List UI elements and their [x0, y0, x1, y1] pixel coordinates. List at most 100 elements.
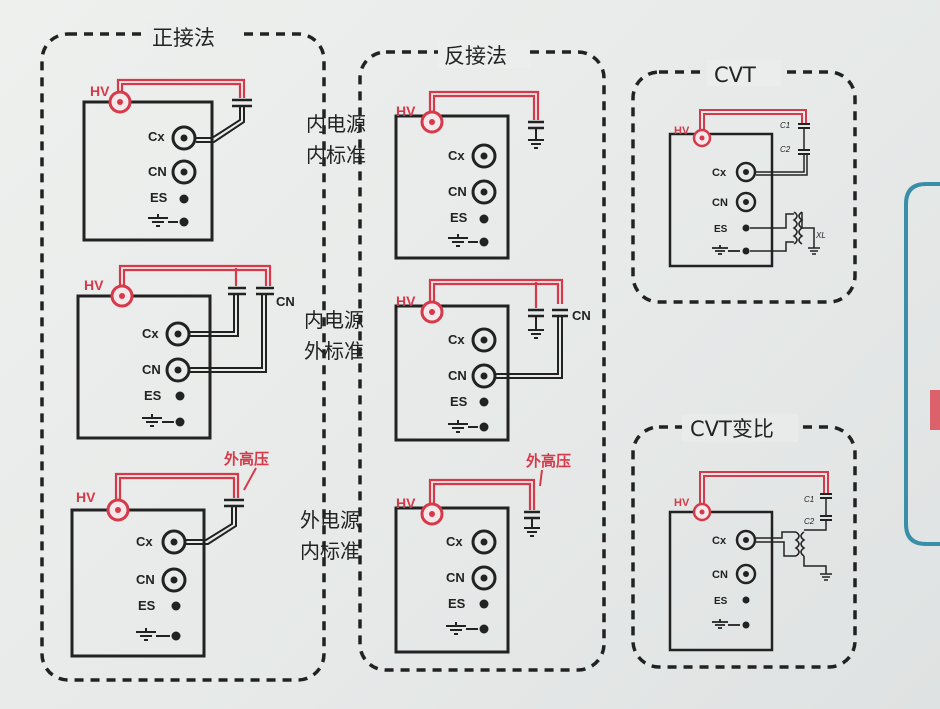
reverse-external-standard-diagram: HV CN Cx CN ES [394, 278, 591, 442]
instrument-box [668, 132, 774, 268]
es-label: ES [144, 388, 162, 403]
side-panel-edge [904, 182, 940, 546]
hv-label: HV [84, 277, 104, 293]
transformer-coil [794, 531, 806, 557]
es-label: ES [450, 394, 468, 409]
es-terminal [171, 601, 181, 611]
forward-internal-standard-diagram: HV Cx CN ES [82, 78, 252, 242]
cn-label: CN [446, 570, 465, 585]
reverse-group-title: 反接法 [444, 44, 507, 68]
es-terminal [175, 391, 185, 401]
cn-terminal [735, 563, 757, 585]
cx-terminal [161, 529, 187, 555]
es-label: ES [448, 596, 466, 611]
ground-terminal [479, 624, 489, 634]
external-hv-label: 外高压 [223, 450, 269, 468]
row-1-label-line1: 内电源 [306, 112, 366, 136]
row-1-label-line2: 内标准 [306, 143, 366, 167]
forward-external-source-diagram: 外高压 HV Cx CN ES [70, 450, 269, 658]
c2-label: C2 [780, 145, 791, 154]
cn-terminal [165, 357, 191, 383]
instrument-box [82, 100, 214, 242]
ground-terminal [479, 237, 489, 247]
ground-symbol [448, 234, 468, 247]
hv-label: HV [396, 103, 416, 119]
cn-terminal [735, 191, 757, 213]
cvt-ratio-group-frame [631, 425, 857, 669]
forward-external-standard-diagram: HV CN Cx CN ES [76, 264, 295, 440]
cx-label: Cx [712, 167, 727, 179]
cx-label: Cx [448, 332, 465, 347]
external-hv-label: 外高压 [525, 452, 571, 470]
cvt-diagram: HV C1 C2 Cx CN ES XL [668, 109, 826, 268]
ground-terminal [742, 621, 750, 629]
es-terminal [479, 397, 489, 407]
external-cn-label: CN [276, 294, 295, 309]
cn-label: CN [148, 164, 167, 179]
row-2-label-line1: 内电源 [304, 308, 364, 332]
cx-label: Cx [136, 534, 153, 549]
reverse-external-source-diagram: 外高压 HV Cx CN ES [394, 452, 571, 654]
instrument-box [394, 506, 510, 654]
ground-symbol [712, 245, 728, 255]
es-label: ES [150, 190, 168, 205]
c1-label: C1 [804, 495, 814, 504]
es-terminal [179, 194, 189, 204]
forward-group-title: 正接法 [152, 26, 215, 50]
ground-symbol [446, 622, 466, 635]
cn-label: CN [712, 197, 728, 209]
reverse-internal-standard-diagram: HV Cx CN ES [394, 90, 544, 260]
cn-label: CN [712, 569, 728, 581]
instrument-box [70, 508, 206, 658]
cn-terminal [471, 565, 497, 591]
es-label: ES [714, 224, 728, 235]
ground-terminal [479, 422, 489, 432]
es-terminal [742, 596, 750, 604]
cn-terminal [161, 567, 187, 593]
row-2-label-line2: 外标准 [304, 339, 364, 363]
c1-label: C1 [780, 121, 790, 130]
cn-terminal [471, 363, 497, 389]
row-3-label-line2: 内标准 [300, 539, 360, 563]
ground-terminal [179, 217, 189, 227]
cx-label: Cx [446, 534, 463, 549]
ground-symbol [148, 214, 168, 227]
hv-label: HV [396, 293, 416, 309]
ground-terminal [175, 417, 185, 427]
cx-terminal [171, 125, 197, 151]
cx-terminal [735, 161, 757, 183]
cvt-ratio-group-title: CVT变比 [690, 417, 774, 441]
cx-terminal [165, 321, 191, 347]
ground-symbol [712, 619, 728, 629]
cn-terminal [171, 159, 197, 185]
cn-label: CN [448, 368, 467, 383]
cx-label: Cx [448, 148, 465, 163]
instrument-box [394, 114, 510, 260]
c2-label: C2 [804, 517, 815, 526]
es-label: ES [450, 210, 468, 225]
ground-symbol [136, 628, 156, 641]
cx-label: Cx [712, 535, 727, 547]
cvt-group-title: CVT [714, 63, 756, 87]
ground-terminal [171, 631, 181, 641]
hv-label: HV [90, 83, 110, 99]
es-label: ES [714, 596, 728, 607]
xl-label: XL [815, 231, 826, 240]
cx-label: Cx [148, 129, 165, 144]
cvt-group-frame [631, 70, 857, 304]
cn-label: CN [136, 572, 155, 587]
hv-label: HV [674, 497, 690, 509]
es-terminal [479, 599, 489, 609]
es-terminal [742, 224, 750, 232]
cx-terminal [471, 327, 497, 353]
instrument-box [668, 510, 774, 652]
row-3-label-line1: 外电源 [300, 508, 360, 532]
cn-label: CN [142, 362, 161, 377]
es-terminal [479, 214, 489, 224]
hv-label: HV [674, 125, 690, 137]
cx-terminal [471, 529, 497, 555]
ground-terminal [742, 247, 750, 255]
transformer-coil [792, 211, 804, 245]
